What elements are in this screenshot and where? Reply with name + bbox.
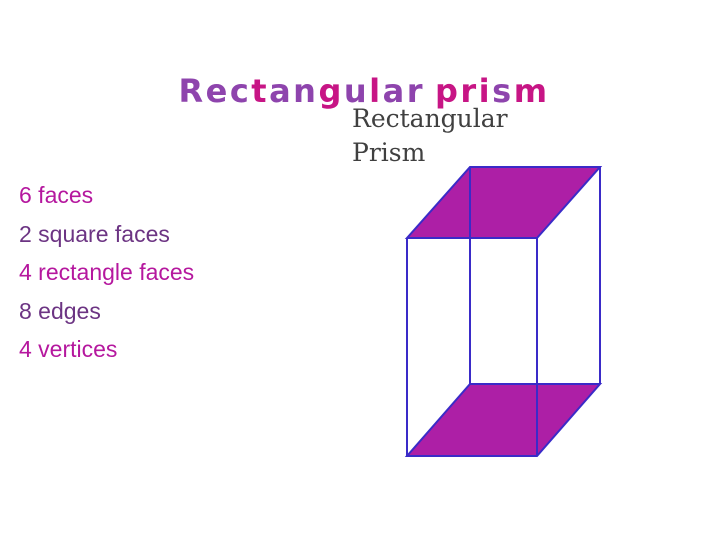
title-word: Rectangular <box>178 72 425 110</box>
title-letter-run: ar <box>382 72 425 111</box>
title-letter-run: t <box>251 72 270 111</box>
fact-item: 2 square faces <box>19 220 170 247</box>
title-letter-run: s <box>492 72 514 111</box>
figure-caption: Rectangular Prism <box>352 102 508 170</box>
fact-item: 6 faces <box>19 182 94 208</box>
title-letter-run: pri <box>434 72 493 111</box>
title-word: prism <box>435 72 550 110</box>
title-letter-run: g <box>318 72 344 111</box>
title-letter-run: u <box>343 72 370 111</box>
title-letter-run: m <box>513 72 550 111</box>
figure-caption-line-2: Prism <box>352 138 426 167</box>
title-letter-run: l <box>369 72 383 111</box>
prism-facts-list: 6 faces 2 square faces 4 rectangle faces 8 … <box>19 176 194 369</box>
fact-item: 4 vertices <box>19 336 118 362</box>
prism-bottom-face <box>404 383 603 457</box>
fact-item: 4 rectangle faces <box>19 259 195 285</box>
figure-caption-line-1: Rectangular <box>352 104 508 133</box>
title-letter-run: Rec <box>178 72 252 111</box>
fact-item: 8 edges <box>19 297 101 324</box>
title-letter-run: an <box>269 72 319 111</box>
rectangular-prism-figure <box>404 166 603 457</box>
prism-top-face <box>404 166 603 239</box>
